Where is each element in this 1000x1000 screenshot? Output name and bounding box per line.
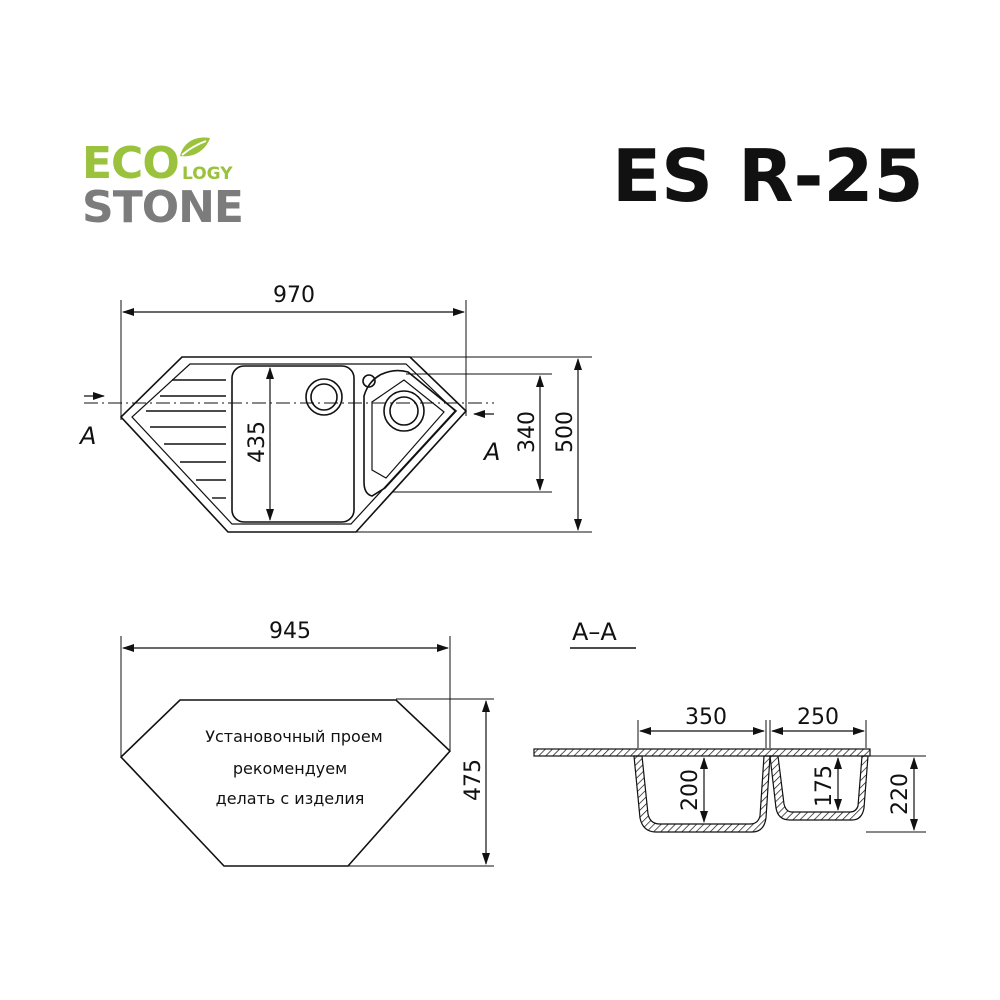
dim-435: 435 <box>245 421 270 463</box>
main-drain-outer <box>305 378 343 416</box>
dim-500: 500 <box>553 411 578 453</box>
section-mark-right: A <box>482 438 500 466</box>
main-bowl <box>231 365 355 523</box>
section-flange <box>533 748 871 757</box>
sink-rim <box>131 363 456 525</box>
small-bowl <box>363 369 458 497</box>
dim-350: 350 <box>685 705 727 730</box>
logo-stone-text: STONE <box>82 182 244 233</box>
dim-945: 945 <box>269 619 311 644</box>
main-drain-inner <box>310 383 338 411</box>
overflow-hole <box>362 374 376 388</box>
leaf-icon <box>180 137 210 157</box>
dim-200: 200 <box>678 769 703 811</box>
section-main-bowl <box>633 755 771 833</box>
cutout-note-line-1: Установочный проем <box>205 727 383 746</box>
small-drain-inner <box>389 396 419 426</box>
dim-220: 220 <box>888 773 913 815</box>
cutout-note-line-2: рекомендуем <box>233 759 347 778</box>
cutout-view <box>119 636 494 867</box>
cutout-outline <box>119 699 452 867</box>
drainboard-grooves <box>146 379 226 499</box>
model-title: ES R-25 <box>612 134 924 218</box>
section-label: A–A <box>572 618 617 646</box>
dim-175: 175 <box>812 765 837 807</box>
logo-eco-text: ECO <box>82 138 180 189</box>
section-view <box>533 720 926 833</box>
dim-250: 250 <box>797 705 839 730</box>
logo-logy-text: LOGY <box>182 164 233 184</box>
section-mark-left: A <box>78 422 96 450</box>
dim-340: 340 <box>515 411 540 453</box>
dim-475: 475 <box>461 759 486 801</box>
section-small-bowl <box>769 755 869 821</box>
top-view <box>84 300 592 533</box>
dim-970: 970 <box>273 283 315 308</box>
small-drain-outer <box>383 390 425 432</box>
cutout-note-line-3: делать с изделия <box>216 789 365 808</box>
